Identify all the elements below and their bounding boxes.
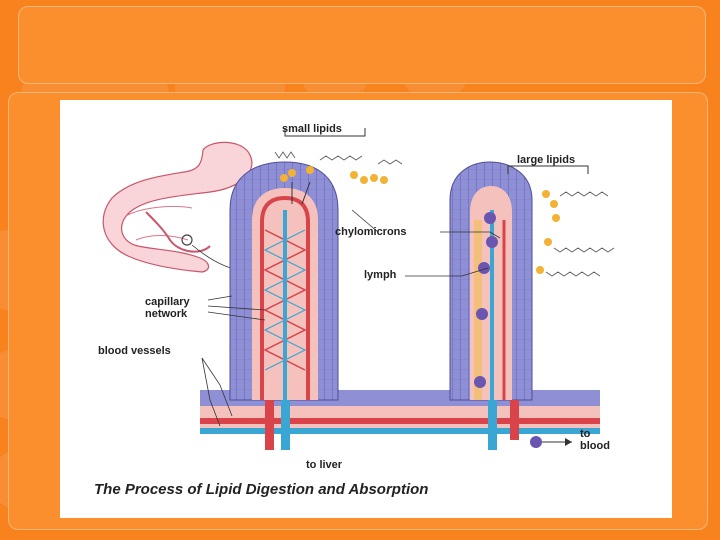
label-to-liver: to liver xyxy=(306,459,343,471)
label-capillary-network-line2: network xyxy=(145,308,188,320)
villus-left xyxy=(229,161,339,450)
blood-vessel-horizontal xyxy=(200,418,600,424)
leader-lines xyxy=(201,209,501,427)
label-to-blood-line2: blood xyxy=(580,440,610,452)
label-small-lipids: small lipids xyxy=(282,123,342,135)
digestive-tract-sketch xyxy=(102,141,253,273)
slide-title-band xyxy=(18,6,706,84)
diagram-illustration xyxy=(102,128,615,450)
label-chylomicrons: chylomicrons xyxy=(335,226,407,238)
lipid-absorption-diagram: small lipids large lipids chylomicrons l… xyxy=(60,100,672,518)
label-lymph: lymph xyxy=(364,269,397,281)
diagram-caption: The Process of Lipid Digestion and Absor… xyxy=(94,481,429,498)
label-capillary-network-line1: capillary xyxy=(145,296,190,308)
lymph-vessel-horizontal xyxy=(200,428,600,434)
label-blood-vessels: blood vessels xyxy=(98,345,171,357)
large-lipid-molecules xyxy=(507,165,615,277)
label-to-blood-line1: to xyxy=(580,428,591,440)
small-lipid-molecules xyxy=(274,128,403,205)
label-large-lipids: large lipids xyxy=(517,154,576,166)
villus-right xyxy=(449,161,572,450)
